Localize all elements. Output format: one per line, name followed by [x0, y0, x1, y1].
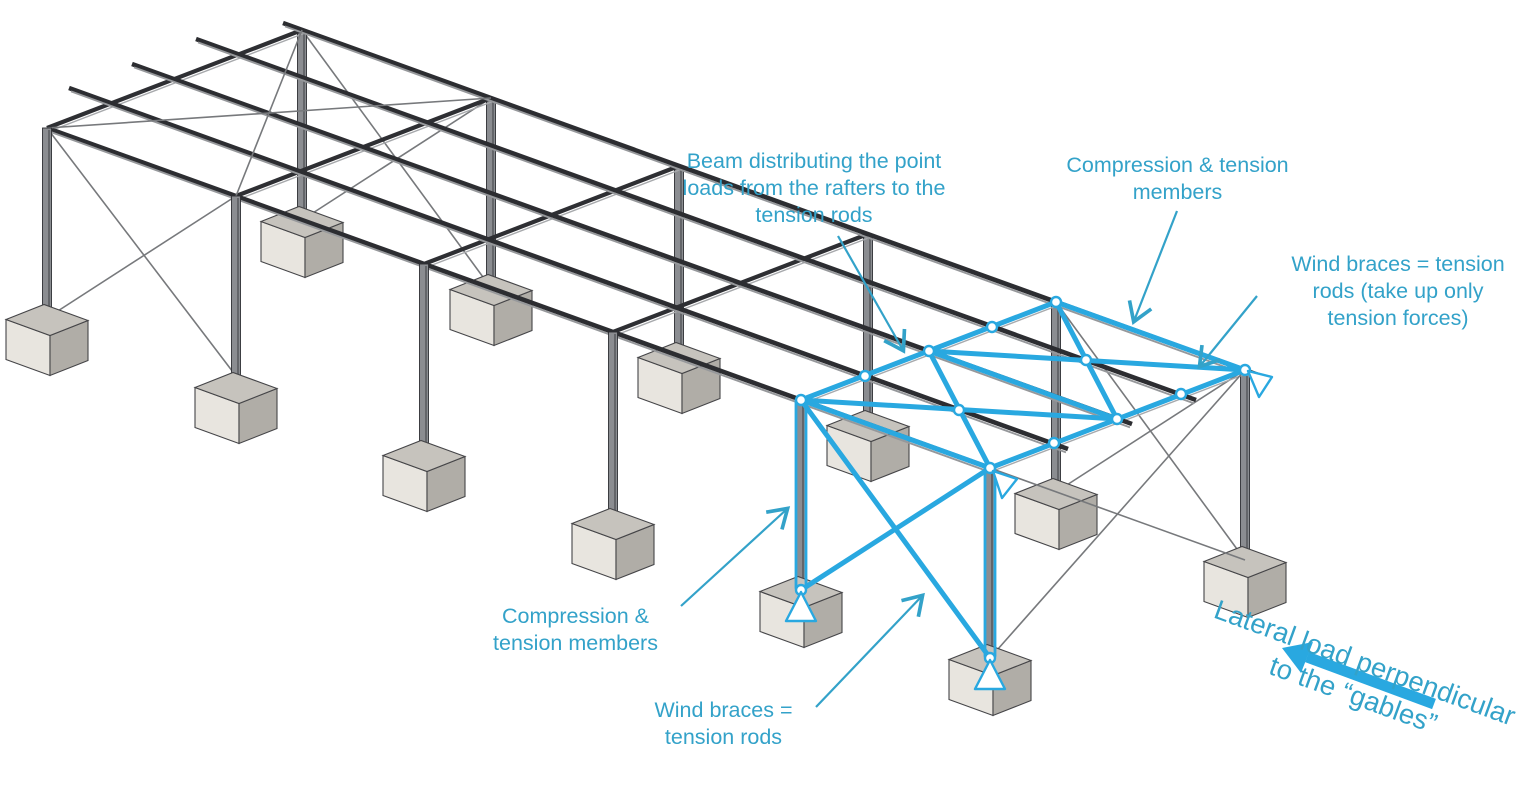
concrete-footing	[381, 439, 467, 513]
annotation-beam-distributing: Beam distributing the point loads from t…	[682, 149, 946, 227]
annotation-compression-tension-bottom: Compression & tension members	[493, 604, 658, 655]
concrete-footing	[259, 205, 345, 279]
front-footings	[4, 303, 1033, 717]
annotation-wind-braces-right: Wind braces = tension rods (take up only…	[1291, 252, 1505, 330]
support-triangle-icons	[784, 369, 1274, 691]
concrete-footing	[4, 303, 90, 377]
back-footings	[259, 205, 1288, 619]
concrete-footing	[1013, 477, 1099, 551]
leader-lines	[680, 210, 1258, 708]
truss-node-circles	[794, 295, 1252, 665]
concrete-footing	[758, 575, 844, 649]
concrete-footing	[570, 507, 656, 581]
roof-rod-bracing-left	[46, 29, 492, 197]
wall-rod-bracing	[46, 127, 1246, 659]
lateral-load-arrow-icon	[1282, 642, 1436, 710]
concrete-footing	[636, 341, 722, 415]
concrete-footing	[448, 273, 534, 347]
concrete-footing	[193, 371, 279, 445]
concrete-footing	[1202, 545, 1288, 619]
annotation-wind-braces-bottom: Wind braces = tension rods	[654, 698, 793, 749]
concrete-footing	[825, 409, 911, 483]
annotation-compression-tension-top: Compression & tension members	[1066, 153, 1289, 204]
concrete-footing	[947, 643, 1033, 717]
